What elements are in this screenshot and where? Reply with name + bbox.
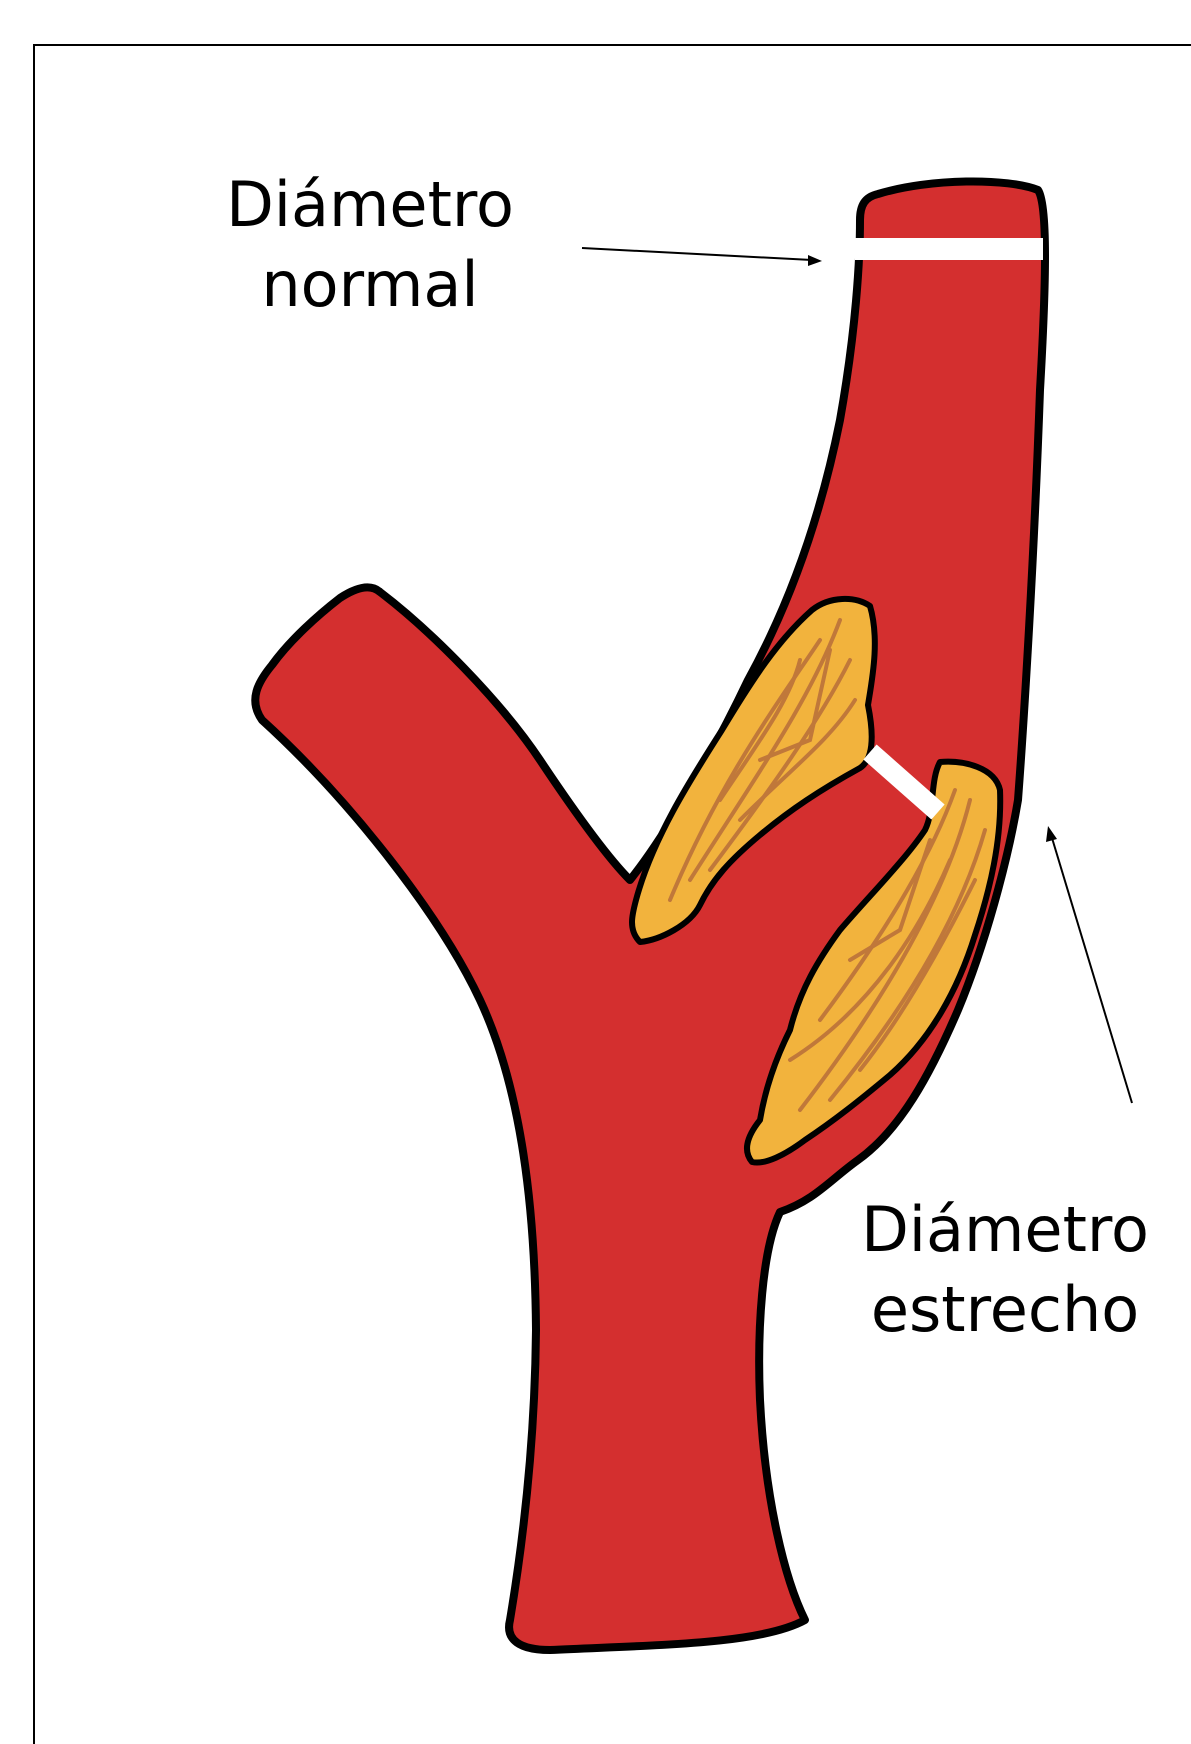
- normal-diameter-label-line2: normal: [205, 245, 535, 325]
- normal-diameter-marker: [855, 238, 1043, 260]
- normal-diameter-label: Diámetro normal: [205, 165, 535, 325]
- normal-diameter-label-line1: Diámetro: [205, 165, 535, 245]
- narrow-diameter-arrow: [1046, 826, 1132, 1103]
- narrow-diameter-label-line1: Diámetro: [840, 1190, 1170, 1270]
- narrow-diameter-label-line2: estrecho: [840, 1270, 1170, 1350]
- narrow-diameter-label: Diámetro estrecho: [840, 1190, 1170, 1350]
- normal-diameter-arrow: [582, 248, 822, 266]
